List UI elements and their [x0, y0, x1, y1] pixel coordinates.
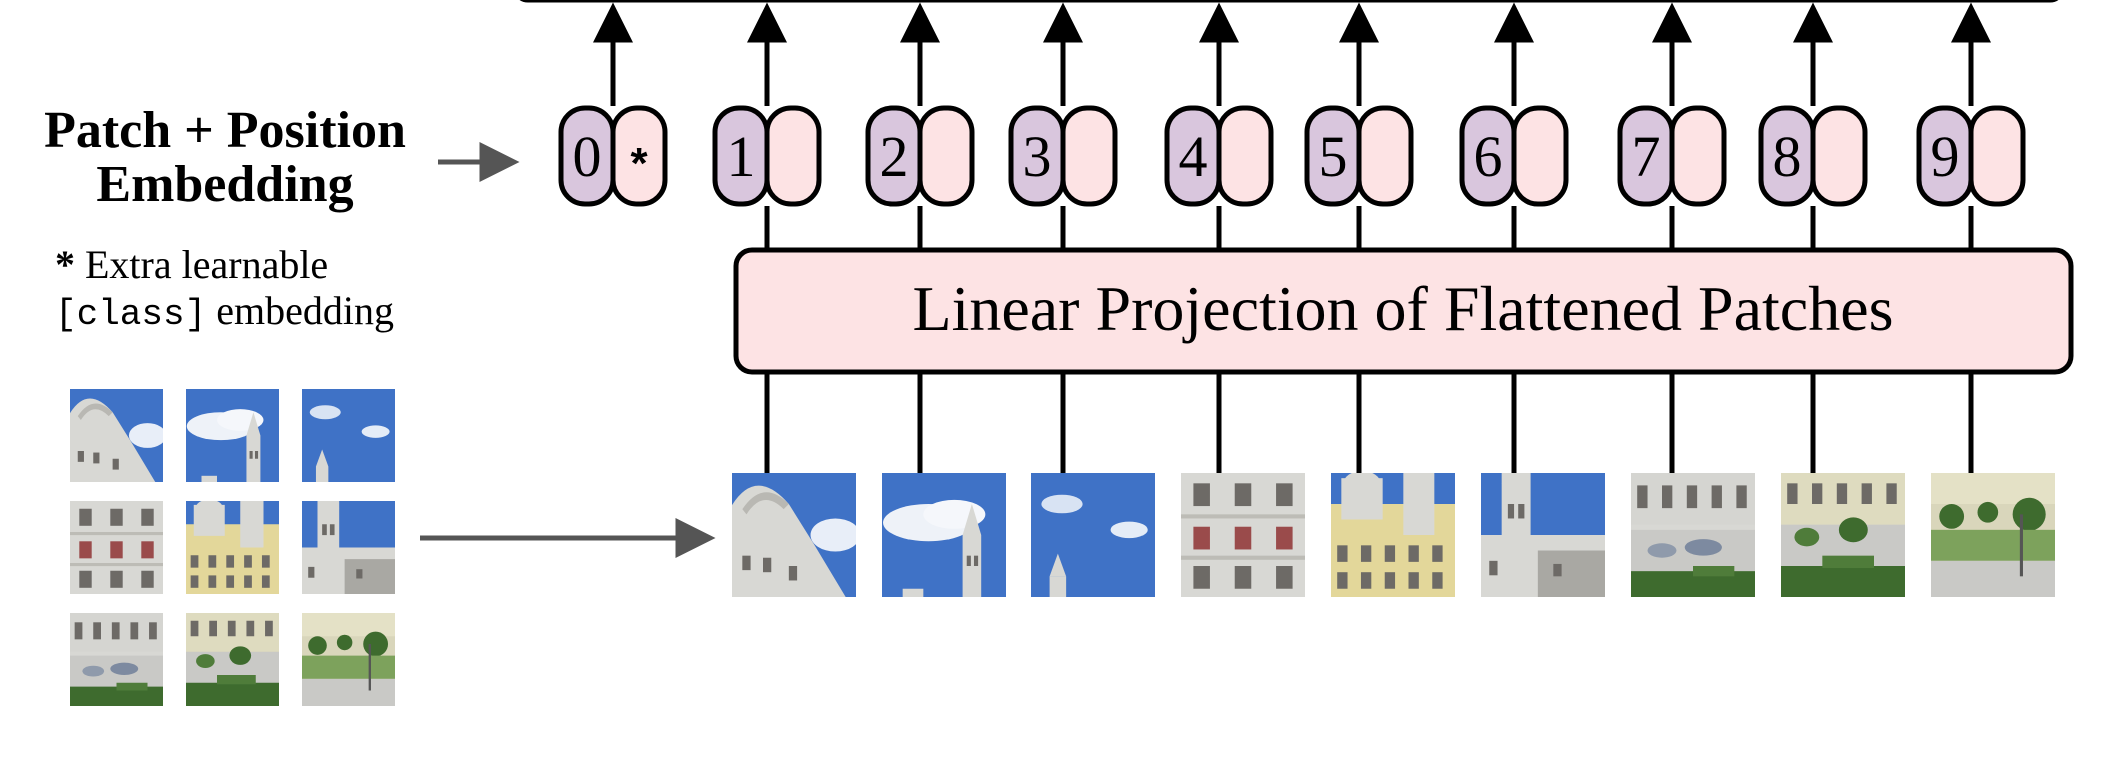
grid-patch-street-cars [70, 613, 163, 706]
grid-patch-garden [186, 613, 279, 706]
token-index-label: 3 [1023, 124, 1052, 189]
grid-patch-tower-wing [302, 501, 395, 594]
sequence-patch-sky-spire [1031, 473, 1155, 597]
linear-projection-box [733, 247, 2074, 375]
embedding-title-line2: Embedding [96, 156, 354, 213]
grid-patch-road-trees [302, 613, 395, 706]
token-index-label: 2 [880, 124, 909, 189]
token-6: 6 [1459, 105, 1569, 207]
token-index-label: 6 [1474, 124, 1503, 189]
token-1: 1 [712, 105, 822, 207]
flattened-patch-sequence [732, 473, 2055, 597]
patch-embedding-pill [1216, 105, 1274, 207]
note-text: Extra learnable [75, 242, 329, 287]
sequence-patch-dome [732, 473, 856, 597]
token-4: 4 [1164, 105, 1274, 207]
note-star: * [55, 242, 75, 287]
token-index-label: 4 [1179, 124, 1208, 189]
embedding-title: Patch + Position Embedding [10, 104, 440, 212]
token-9: 9 [1916, 105, 2026, 207]
grid-patch-cloud-tower [186, 389, 279, 482]
patch-embedding-pill [1356, 105, 1414, 207]
token-index-label: 8 [1773, 124, 1802, 189]
patch-input-lines [764, 206, 1974, 473]
patch-embedding-pill [1511, 105, 1569, 207]
token-index-label: 0 [573, 124, 602, 189]
image-patch-grid [70, 389, 395, 706]
token-5: 5 [1304, 105, 1414, 207]
class-token-note: * Extra learnable [class] embedding [55, 242, 394, 338]
sequence-patch-road-trees [1931, 473, 2055, 597]
output-arrows [593, 2, 1991, 106]
patch-embedding-pill [1968, 105, 2026, 207]
patch-embedding-pill [1669, 105, 1727, 207]
patch-embedding-pill [1810, 105, 1868, 207]
grid-patch-sky-spire [302, 389, 395, 482]
note-class-code: [class] [55, 294, 207, 335]
token-7: 7 [1617, 105, 1727, 207]
sequence-patch-cloud-tower [882, 473, 1006, 597]
patch-embedding-pill [764, 105, 822, 207]
token-0: 0* [558, 105, 668, 207]
note-text-2: embedding [206, 288, 394, 333]
grid-patch-yellow-facade [186, 501, 279, 594]
token-index-label: 7 [1632, 124, 1661, 189]
token-3: 3 [1008, 105, 1118, 207]
patch-embedding-pill [610, 105, 668, 207]
grid-patch-dome [70, 389, 163, 482]
patch-embedding-pill [1060, 105, 1118, 207]
class-token-star: * [630, 139, 648, 188]
embedding-title-line1: Patch + Position [44, 102, 406, 159]
sequence-patch-facade-windows [1181, 473, 1305, 597]
sequence-patch-tower-wing [1481, 473, 1605, 597]
grid-patch-facade-windows [70, 501, 163, 594]
sequence-patch-garden [1781, 473, 1905, 597]
token-index-label: 5 [1319, 124, 1348, 189]
sequence-patch-yellow-facade [1331, 473, 1455, 597]
token-8: 8 [1758, 105, 1868, 207]
token-2: 2 [865, 105, 975, 207]
patch-embedding-pill [917, 105, 975, 207]
token-index-label: 9 [1931, 124, 1960, 189]
sequence-patch-street-cars [1631, 473, 1755, 597]
linear-projection-label: Linear Projection of Flattened Patches [912, 273, 1893, 344]
token-index-label: 1 [727, 124, 756, 189]
